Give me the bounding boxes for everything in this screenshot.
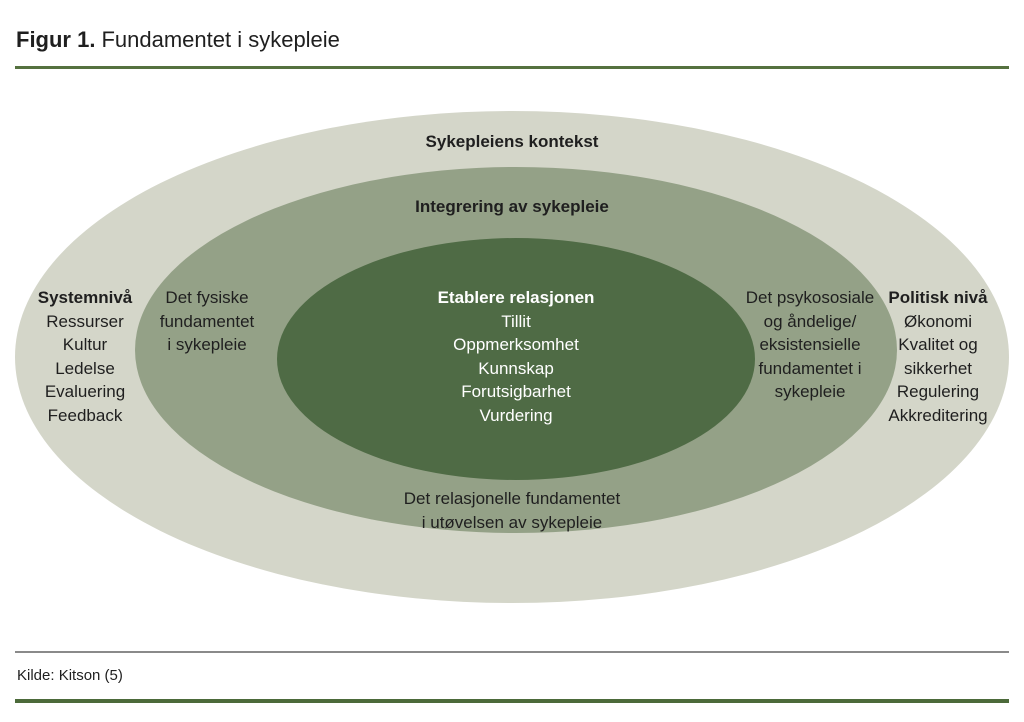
system-level-item: Ressurser bbox=[46, 311, 124, 331]
political-level-item: Akkreditering bbox=[888, 405, 988, 425]
political-level-item: Kvalitet og bbox=[898, 335, 978, 354]
psychosocial-foundation-line: eksistensielle bbox=[759, 335, 861, 354]
relational-foundation-line: i utøvelsen av sykepleie bbox=[421, 512, 603, 532]
system-level-item: Kultur bbox=[62, 335, 108, 354]
system-level-item: Evaluering bbox=[44, 382, 126, 401]
figure-title-text: Fundamentet i sykepleie bbox=[101, 27, 340, 52]
system-level-item: Feedback bbox=[47, 405, 123, 425]
title-underline bbox=[15, 66, 1009, 69]
inner-title: Etablere relasjonen bbox=[437, 288, 595, 307]
political-level-item: Økonomi bbox=[903, 311, 973, 331]
page-title: Figur 1.Fundamentet i sykepleie bbox=[16, 26, 340, 54]
outer-band-label: Sykepleiens kontekst bbox=[425, 132, 599, 151]
inner-item: Oppmerksomhet bbox=[453, 335, 579, 354]
psychosocial-foundation-line: og åndelige/ bbox=[763, 311, 857, 331]
system-level-column: Systemnivå Ressurser Kultur Ledelse Eval… bbox=[28, 286, 142, 427]
physical-foundation-label: Det fysiske fundamentet i sykepleie bbox=[145, 286, 269, 357]
source-note: Kilde: Kitson (5) bbox=[17, 667, 123, 684]
psychosocial-foundation-label: Det psykososiale og åndelige/ eksistensi… bbox=[740, 286, 880, 404]
physical-foundation-line: Det fysiske bbox=[165, 288, 249, 307]
inner-item: Tillit bbox=[501, 311, 531, 331]
psychosocial-foundation-line: sykepleie bbox=[774, 382, 846, 401]
political-level-item: Regulering bbox=[896, 382, 980, 401]
political-level-column: Politisk nivå Økonomi Kvalitet og sikker… bbox=[872, 286, 1004, 427]
inner-item: Vurdering bbox=[479, 405, 553, 425]
political-level-title: Politisk nivå bbox=[888, 288, 988, 307]
physical-foundation-line: fundamentet bbox=[159, 311, 255, 331]
footer-divider bbox=[15, 651, 1009, 653]
figure-number: Figur 1. bbox=[16, 27, 96, 52]
psychosocial-foundation-line: Det psykososiale bbox=[745, 288, 875, 307]
inner-item: Forutsigbarhet bbox=[461, 382, 571, 401]
system-level-item: Ledelse bbox=[55, 358, 115, 378]
inner-text-block: Etablere relasjonen Tillit Oppmerksomhet… bbox=[339, 286, 693, 427]
system-level-title: Systemnivå bbox=[37, 288, 133, 307]
inner-ellipse-relation bbox=[277, 238, 755, 480]
bottom-accent-bar bbox=[15, 699, 1009, 703]
middle-band-label: Integrering av sykepleie bbox=[415, 197, 609, 216]
relational-foundation-label: Det relasjonelle fundamentet i utøvelsen… bbox=[262, 487, 762, 534]
political-level-item: sikkerhet bbox=[903, 358, 973, 378]
relational-foundation-line: Det relasjonelle fundamentet bbox=[403, 489, 621, 508]
inner-item: Kunnskap bbox=[478, 358, 554, 378]
physical-foundation-line: i sykepleie bbox=[167, 335, 247, 354]
psychosocial-foundation-line: fundamentet i bbox=[758, 358, 862, 378]
